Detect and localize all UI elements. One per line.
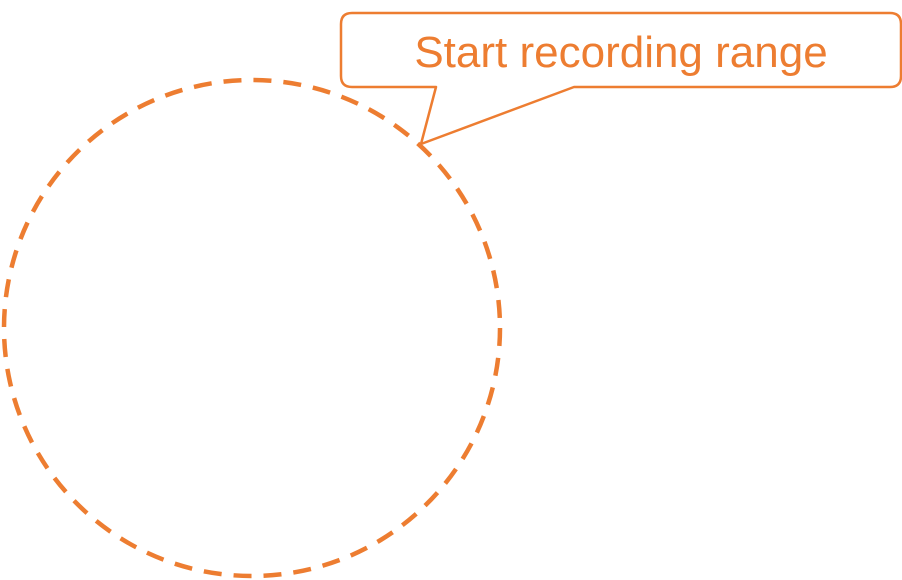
callout-label: Start recording range <box>414 28 827 77</box>
recording-range-circle <box>1 77 503 579</box>
callout-bubble <box>339 11 902 146</box>
